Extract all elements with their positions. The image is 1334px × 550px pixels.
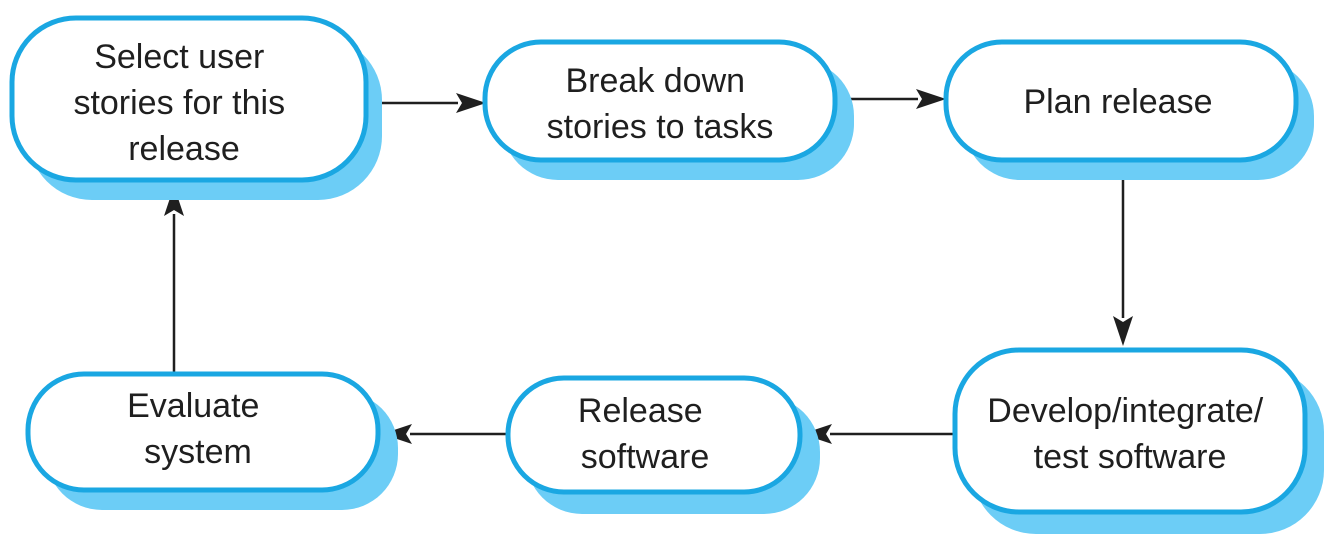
node-box xyxy=(505,375,803,495)
node-break-down-stories: Break down stories to tasks xyxy=(482,39,854,180)
arrowhead-down-icon xyxy=(1113,316,1133,346)
node-evaluate-system: Evaluate system xyxy=(25,371,398,510)
arrowhead-right-icon xyxy=(916,89,946,109)
arrowhead-left-icon xyxy=(382,424,412,444)
node-label-line: release xyxy=(128,130,240,168)
node-label-line: Select user xyxy=(94,38,264,76)
node-label-line: system xyxy=(144,433,252,471)
node-label-line: software xyxy=(581,438,710,476)
arrowhead-right-icon xyxy=(456,93,486,113)
node-box xyxy=(482,39,838,163)
node-release-software: Release software xyxy=(505,375,820,514)
arrowhead-up-icon xyxy=(164,186,184,216)
node-box xyxy=(25,371,381,493)
node-label-line: test software xyxy=(1034,438,1227,476)
node-plan-release: Plan release xyxy=(943,39,1314,180)
node-label: Release software xyxy=(578,392,712,476)
node-label-line: Evaluate xyxy=(127,387,259,425)
node-box xyxy=(9,15,369,183)
node-label: Break down stories to tasks xyxy=(547,62,774,146)
node-label-line: Break down xyxy=(566,62,746,100)
node-label: Plan release xyxy=(1023,83,1212,121)
node-label-line: Release xyxy=(578,392,703,430)
node-box xyxy=(943,39,1299,163)
node-box xyxy=(952,347,1308,515)
node-label: Evaluate system xyxy=(127,387,269,471)
edge-release-to-evaluate xyxy=(382,424,508,444)
node-label: Select user stories for this release xyxy=(73,38,294,168)
edge-select-to-breakdown xyxy=(364,93,486,113)
nodes: Select user stories for this release Bre… xyxy=(9,15,1324,534)
node-label-line: stories to tasks xyxy=(547,108,774,146)
edge-plan-to-develop xyxy=(1113,162,1133,346)
node-label-line: Develop/integrate/ xyxy=(987,392,1264,430)
node-label-line: stories for this xyxy=(73,84,285,122)
edge-develop-to-release xyxy=(802,424,954,444)
node-label: Develop/integrate/ test software xyxy=(987,392,1272,476)
node-develop-integrate-test: Develop/integrate/ test software xyxy=(952,347,1324,534)
edge-evaluate-to-select xyxy=(164,186,184,372)
node-label-line: Plan release xyxy=(1023,83,1212,121)
node-select-user-stories: Select user stories for this release xyxy=(9,15,382,200)
